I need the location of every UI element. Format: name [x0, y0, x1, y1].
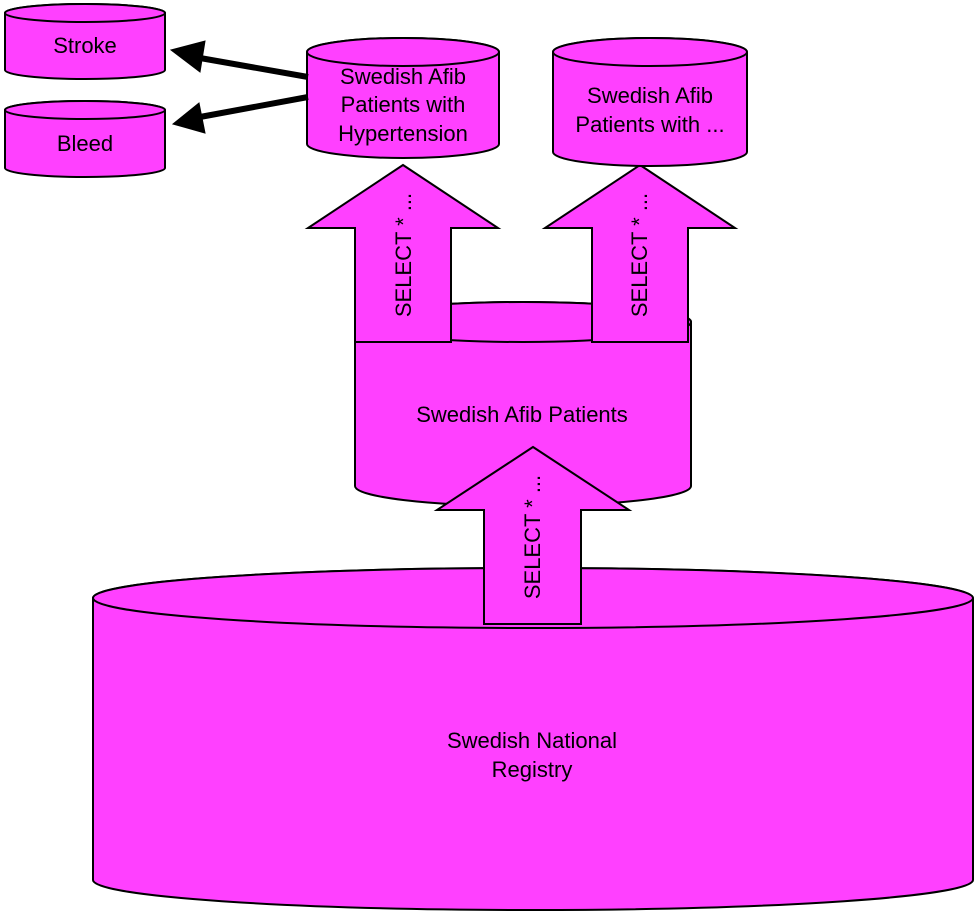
national-registry-label-line1: Swedish National: [447, 728, 617, 753]
stroke-database[interactable]: Stroke: [4, 3, 166, 80]
select-arrow-left: SELECT * ...: [304, 163, 502, 343]
afib-patients-label: Swedish Afib Patients: [416, 402, 628, 427]
other-label-line1: Swedish Afib: [587, 83, 713, 108]
select-query-label-left: SELECT * ...: [391, 193, 416, 317]
national-registry-label-line2: Registry: [492, 757, 573, 782]
bleed-label: Bleed: [57, 131, 113, 156]
hypertension-label-line2: Patients with: [341, 92, 466, 117]
stroke-label: Stroke: [53, 33, 117, 58]
stroke-arrow: [169, 40, 309, 80]
other-label-line2: Patients with ...: [575, 112, 724, 137]
hypertension-label-line1: Swedish Afib: [340, 64, 466, 89]
hypertension-label-line3: Hypertension: [338, 121, 468, 146]
select-query-label-bottom: SELECT * ...: [520, 475, 545, 599]
bleed-database[interactable]: Bleed: [4, 100, 166, 178]
bleed-arrow: [171, 94, 309, 134]
select-arrow-bottom: SELECT * ...: [433, 445, 633, 625]
hypertension-patients-database[interactable]: Swedish Afib Patients with Hypertension: [306, 37, 500, 159]
select-arrow-right: SELECT * ...: [541, 163, 739, 343]
other-patients-database[interactable]: Swedish Afib Patients with ...: [552, 37, 748, 167]
select-query-label-right: SELECT * ...: [627, 193, 652, 317]
